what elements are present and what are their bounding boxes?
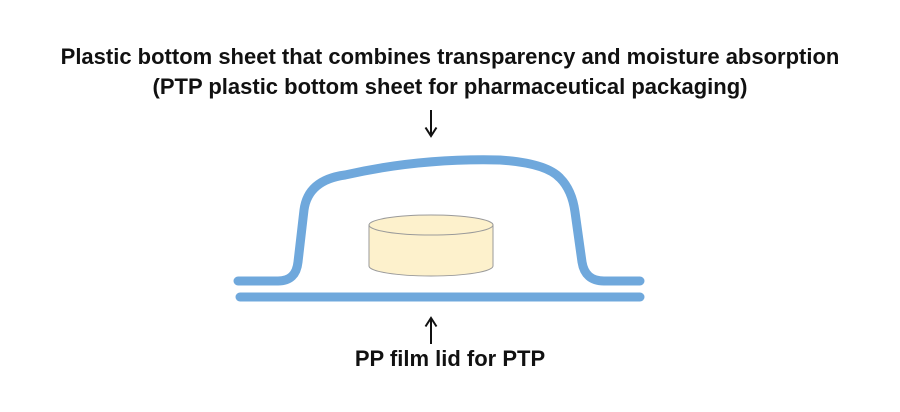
top-label-line-2: (PTP plastic bottom sheet for pharmaceut… [152,74,748,99]
tablet [368,214,494,277]
arrow-down-icon [424,110,438,138]
top-label-line-1: Plastic bottom sheet that combines trans… [60,44,840,69]
plastic-bottom-sheet [233,155,645,286]
bottom-label: PP film lid for PTP [354,346,546,371]
arrow-up-icon [424,316,438,344]
